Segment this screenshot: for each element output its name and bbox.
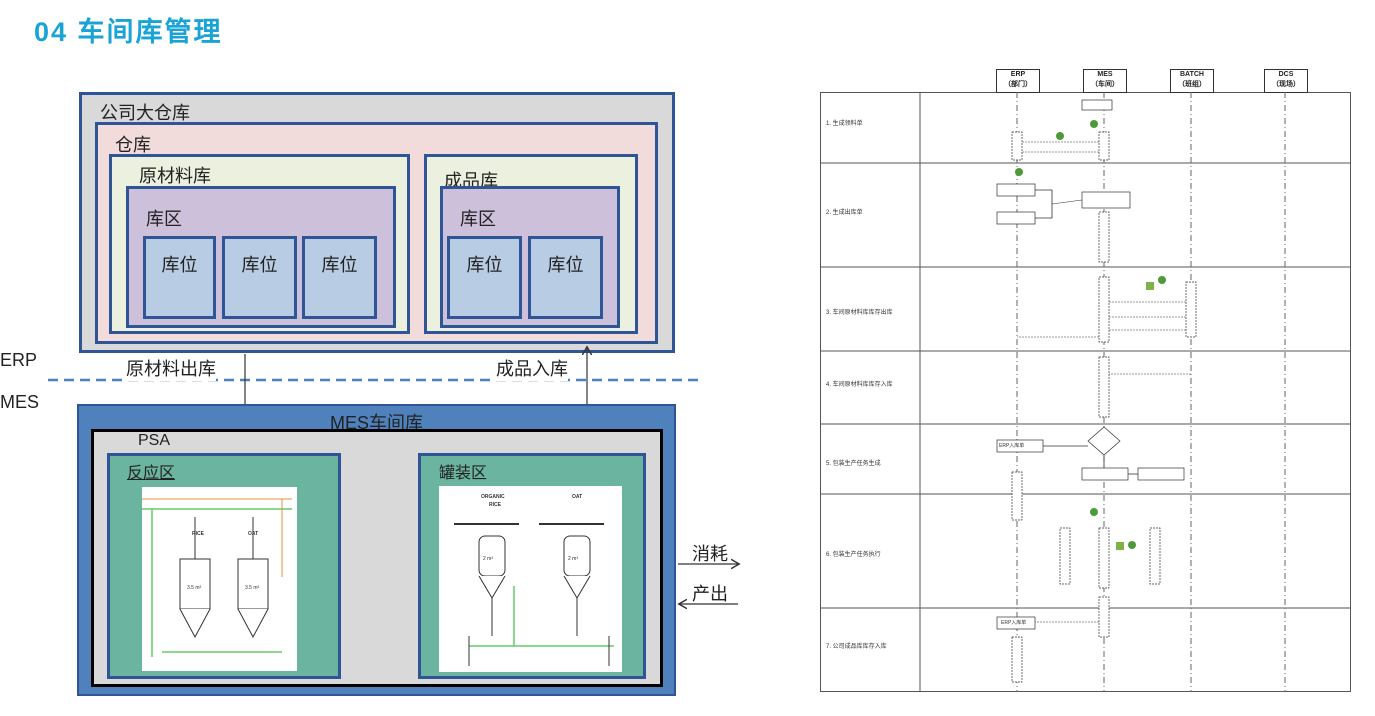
company-warehouse-label: 公司大仓库 (100, 103, 190, 123)
lane-header-dcs: DCS （现场） (1264, 69, 1308, 93)
step-label: 6. 包装生产任务执行 (826, 552, 881, 558)
erp-entry-note: ERP入库单 (999, 443, 1025, 449)
psa-label: PSA (138, 432, 171, 449)
swimlane-grid (820, 92, 1351, 692)
mes-label: MES (0, 392, 40, 412)
lane-name: （部门） (1004, 81, 1032, 88)
filling-area-label: 罐装区 (439, 465, 488, 482)
tank1-vol: 3.5 m³ (187, 585, 202, 591)
page-title: 04 车间库管理 (34, 17, 223, 47)
finished-bay-1: 库位 (447, 236, 522, 319)
finished-zone-label: 库区 (460, 209, 496, 229)
lane-code: MES (1097, 71, 1113, 78)
lane-name: （现场） (1272, 81, 1300, 88)
lane-code: BATCH (1180, 71, 1204, 78)
step-label: 7. 公司成品库库存入库 (826, 644, 887, 650)
reaction-tank-drawing: RICE OAT 3.5 m³ 3.5 m³ (142, 487, 297, 671)
rice-label-2: RICE (489, 502, 502, 508)
lane-header-erp: ERP （部门） (996, 69, 1040, 93)
produce-label: 产出 (692, 584, 728, 604)
tank3-vol: 2 m³ (483, 556, 493, 562)
finished-bay-label: 库位 (547, 255, 584, 275)
step-label: 2. 生成出库单 (826, 210, 863, 216)
raw-bay-label: 库位 (241, 255, 278, 275)
raw-bay-1: 库位 (143, 236, 216, 319)
step-label: 1. 生成领料单 (826, 121, 863, 127)
tank4-vol: 2 m³ (568, 556, 578, 562)
raw-bay-3: 库位 (302, 236, 377, 319)
lane-code: DCS (1278, 71, 1294, 78)
raw-zone-label: 库区 (146, 209, 182, 229)
filling-tank-drawing: ORGANIC RICE OAT 2 m³ 2 m³ (439, 486, 622, 672)
step-label: 4. 车间原材料库库存入库 (826, 382, 893, 388)
step-label: 3. 车间原材料库库存出库 (826, 310, 893, 316)
erp-entry-note: ERP入库单 (1001, 620, 1027, 626)
step-label: 5. 包装生产任务生成 (826, 461, 881, 467)
lane-name: （班组） (1178, 81, 1206, 88)
finished-bay-2: 库位 (528, 236, 603, 319)
lane-header-mes: MES （车间） (1083, 69, 1127, 93)
raw-material-store-label: 原材料库 (139, 166, 211, 186)
oat-label-2: OAT (572, 494, 582, 500)
raw-bay-label: 库位 (321, 255, 358, 275)
raw-bay-2: 库位 (222, 236, 297, 319)
rice-label: RICE (192, 531, 205, 537)
consume-label: 消耗 (692, 544, 728, 564)
lane-header-batch: BATCH （班组） (1170, 69, 1214, 93)
finished-bay-label: 库位 (466, 255, 503, 275)
warehouse-label: 仓库 (115, 135, 151, 155)
reaction-area-label: 反应区 (127, 465, 176, 482)
lane-name: （车间） (1091, 81, 1119, 88)
mes-workshop-store-label: MES车间库 (329, 413, 423, 433)
raw-out-label: 原材料出库 (126, 355, 216, 381)
raw-bay-label: 库位 (161, 255, 198, 275)
lane-code: ERP (1010, 71, 1026, 78)
organic-label: ORGANIC (481, 494, 505, 500)
erp-label: ERP (0, 350, 38, 370)
fg-in-label: 成品入库 (496, 355, 568, 381)
tank2-vol: 3.5 m³ (245, 585, 260, 591)
